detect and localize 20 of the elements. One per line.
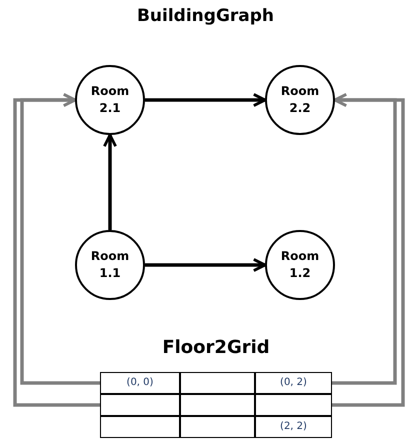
diagram-title: BuildingGraph xyxy=(136,6,276,26)
grid-cell: (0, 0) xyxy=(100,372,180,394)
room-circle: Room 2.1 xyxy=(75,65,145,135)
grid-table xyxy=(100,336,332,440)
grid-cell xyxy=(180,372,255,394)
arrow xyxy=(332,93,405,407)
grid-heading: Floor2Grid xyxy=(161,336,271,360)
grid-cell xyxy=(100,416,180,438)
room-circle: Room 1.1 xyxy=(75,230,145,300)
arrow xyxy=(145,93,266,107)
room-circle: Room 1.2 xyxy=(265,230,335,300)
grid-cell xyxy=(255,394,332,416)
arrow xyxy=(145,258,266,272)
grid-cell: (2, 2) xyxy=(255,416,332,438)
grid-cell xyxy=(100,394,180,416)
grid-cell: (0, 2) xyxy=(255,372,332,394)
grid-cell xyxy=(180,394,255,416)
room-circle: Room 2.2 xyxy=(265,65,335,135)
arrow xyxy=(103,134,117,230)
grid-cell xyxy=(180,416,255,438)
